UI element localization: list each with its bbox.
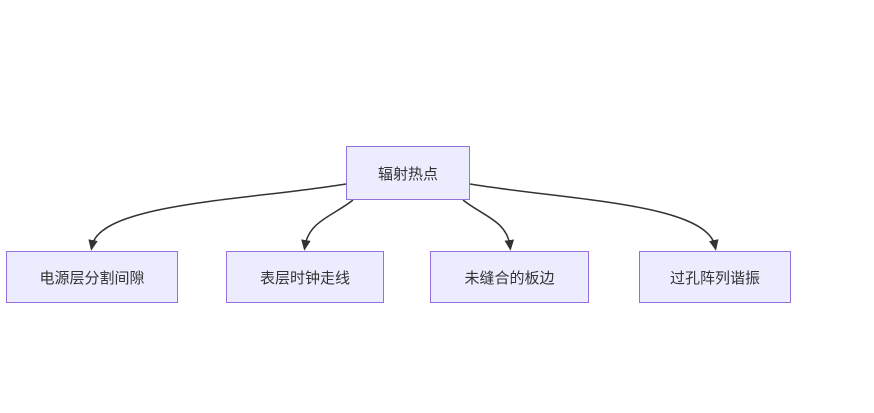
edge-root-to-power-plane-split-gap (88, 183, 347, 251)
node-power-plane-split-gap: 电源层分割间隙 (6, 251, 178, 303)
node-label: 电源层分割间隙 (39, 269, 145, 287)
node-label: 表层时钟走线 (259, 269, 350, 287)
node-unstitched-board-edge: 未缝合的板边 (430, 251, 589, 303)
edge-root-to-unstitched-board-edge (462, 199, 515, 251)
edge-root-to-surface-clock-trace (301, 199, 354, 251)
node-label: 未缝合的板边 (464, 269, 555, 287)
node-via-array-resonance: 过孔阵列谐振 (639, 251, 791, 303)
node-surface-clock-trace: 表层时钟走线 (226, 251, 384, 303)
node-label: 过孔阵列谐振 (669, 269, 760, 287)
edge-root-to-via-array-resonance (469, 183, 719, 251)
node-radiation-hotspot: 辐射热点 (346, 146, 470, 200)
node-label: 辐射热点 (377, 165, 438, 183)
